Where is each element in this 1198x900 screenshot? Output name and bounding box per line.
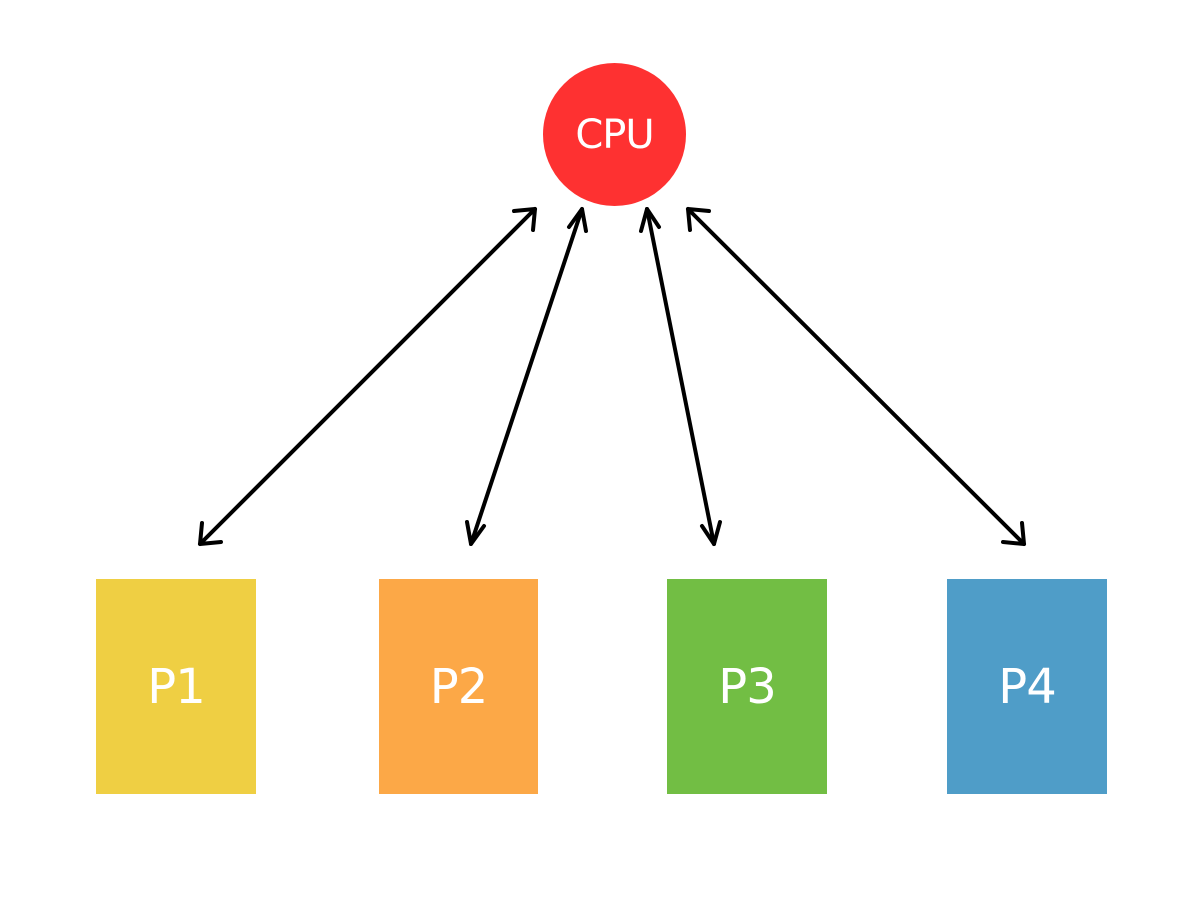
process-p2-box: P2 <box>379 579 538 794</box>
arrow-cpu-p3 <box>639 207 722 546</box>
process-p3-label: P3 <box>718 658 776 715</box>
cpu-label: CPU <box>575 111 654 158</box>
process-p4-box: P4 <box>947 579 1107 794</box>
arrow-cpu-p2 <box>465 207 588 546</box>
arrow-cpu-p1 <box>198 207 537 546</box>
process-p1-label: P1 <box>147 658 205 715</box>
cpu-node: CPU <box>543 63 686 206</box>
process-p3-box: P3 <box>667 579 827 794</box>
process-p2-label: P2 <box>429 658 488 715</box>
process-p4-label: P4 <box>998 658 1056 715</box>
arrow-cpu-p4 <box>686 207 1026 546</box>
process-p1-box: P1 <box>96 579 256 794</box>
